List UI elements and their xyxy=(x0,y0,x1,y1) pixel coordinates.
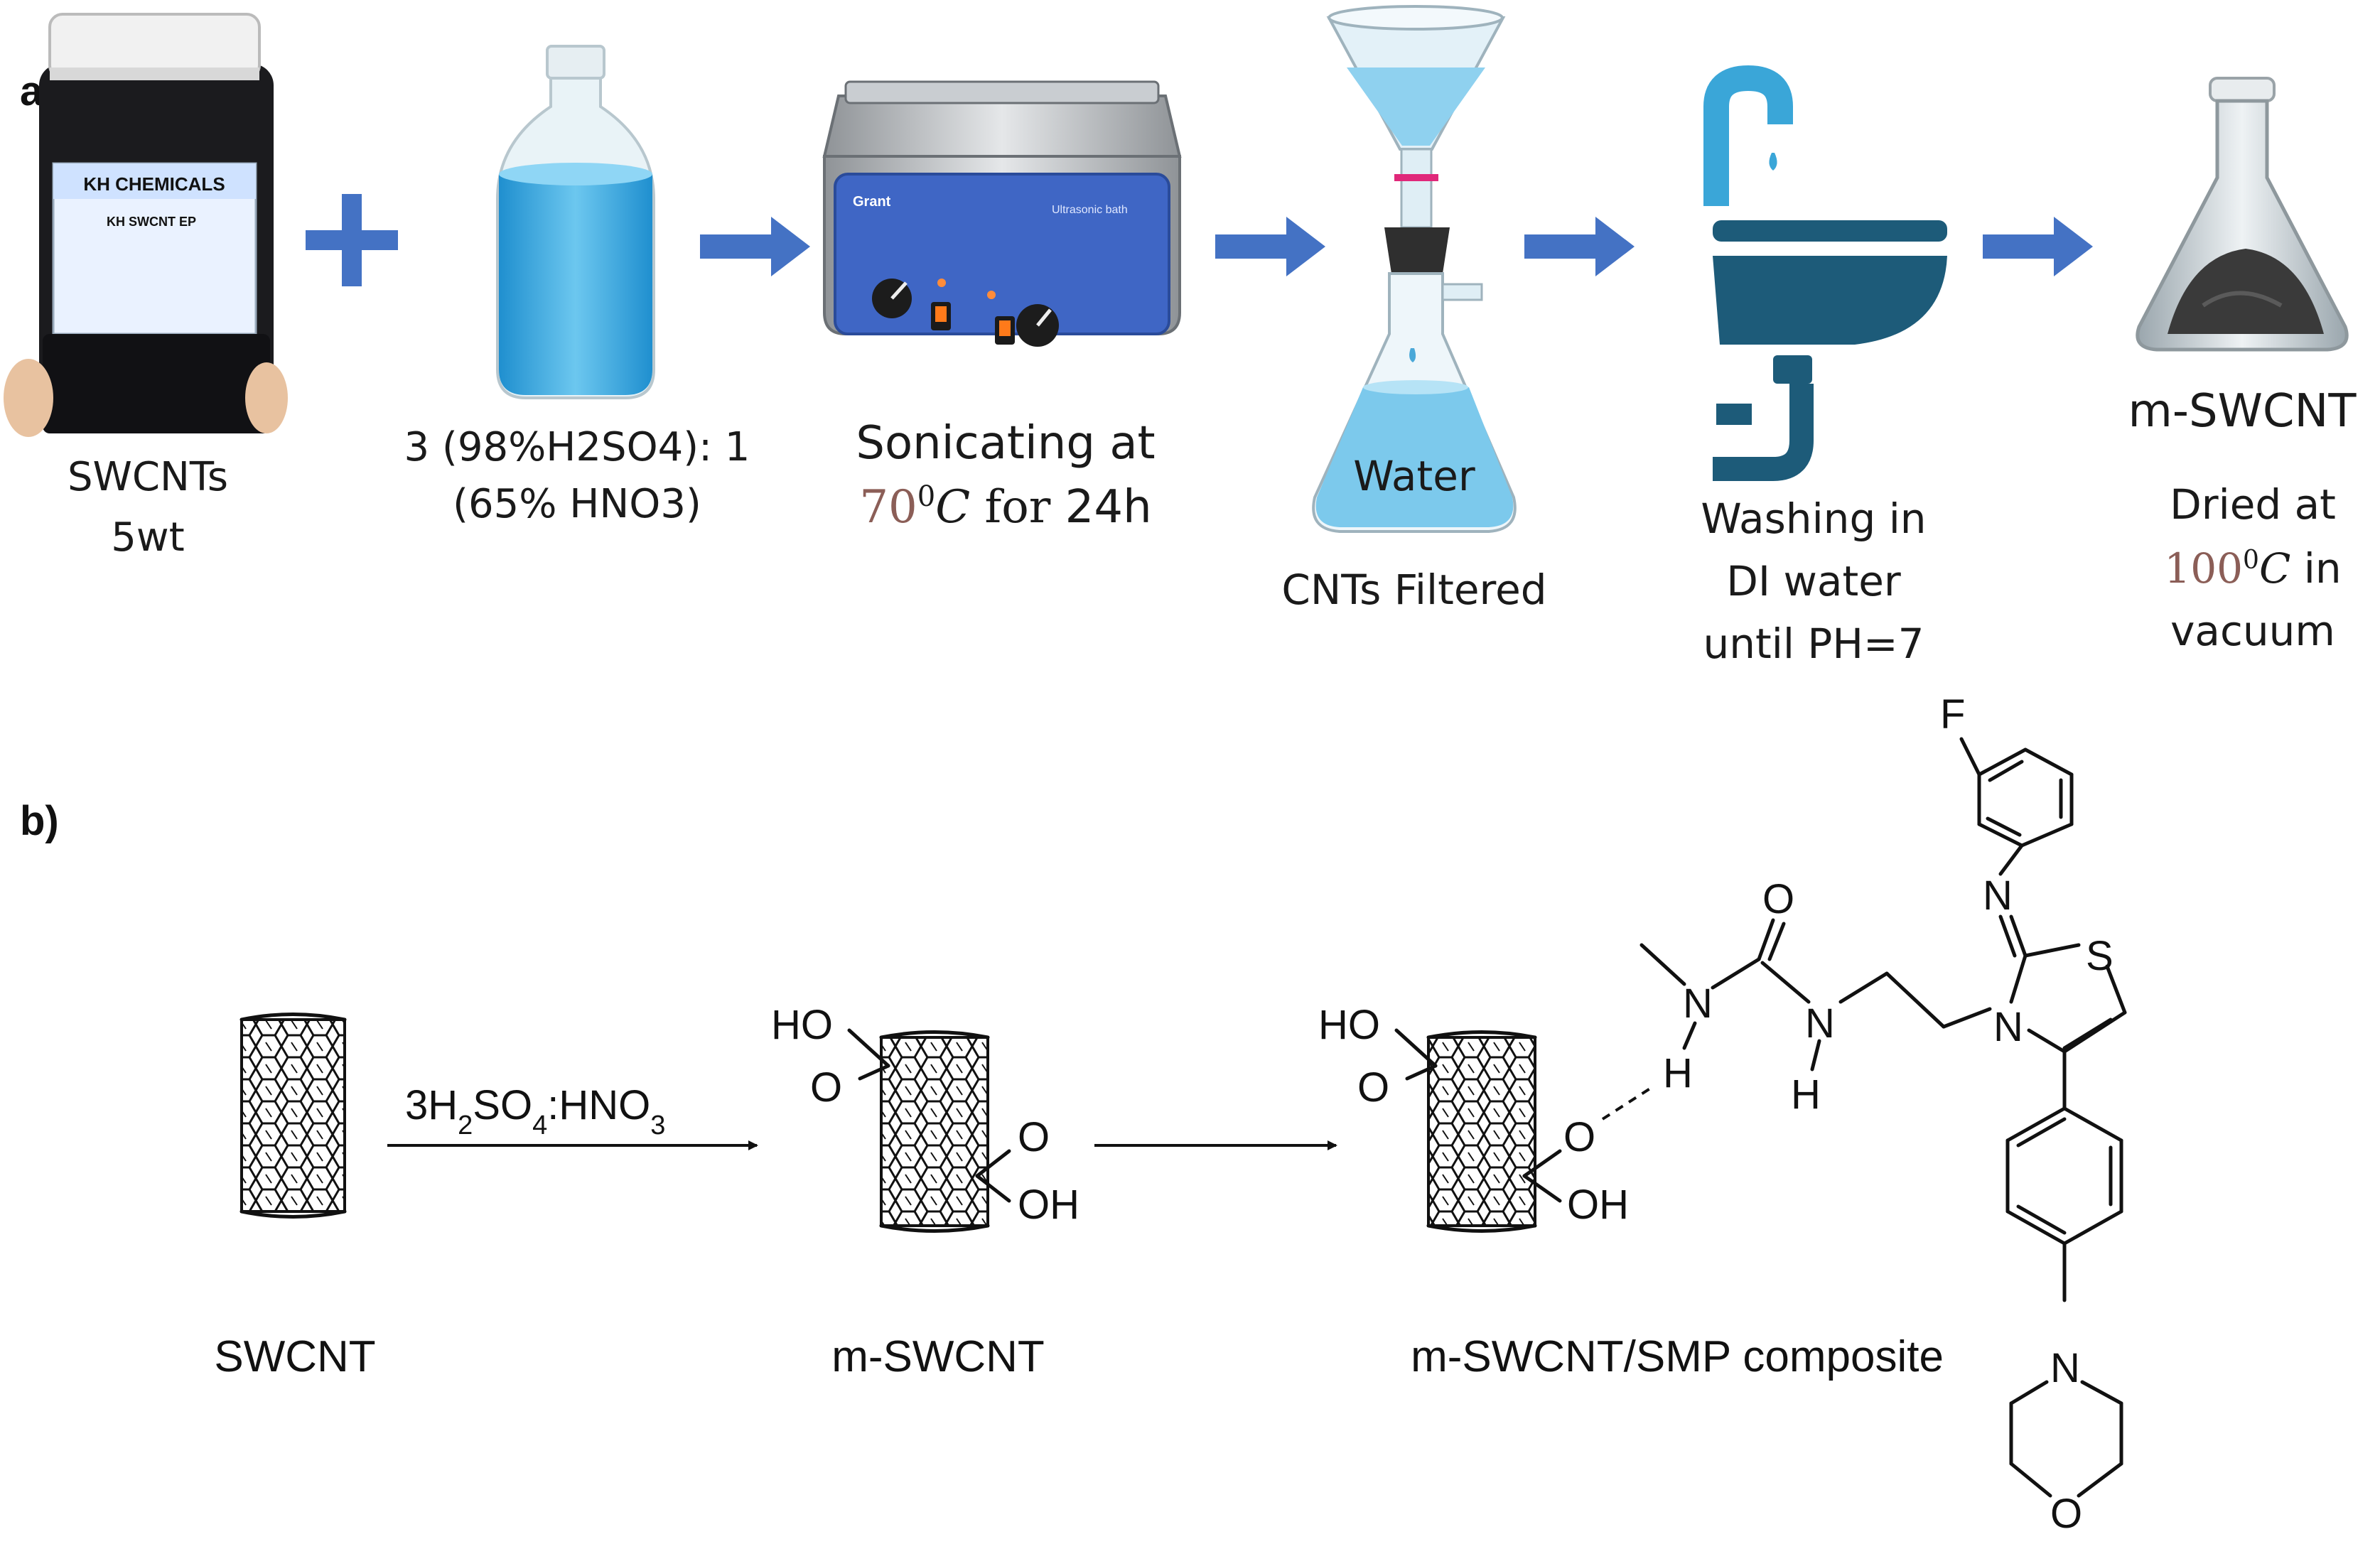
wash-caption-2: DI water xyxy=(1726,557,1901,605)
dry-temp-exp: 0 xyxy=(2243,546,2259,575)
composite-o-top: O xyxy=(1357,1064,1389,1111)
panel-b-label: b) xyxy=(20,798,59,844)
smp-atom-h2: H xyxy=(1791,1071,1821,1118)
sonicate-caption-2: 700C for 24h xyxy=(859,480,1151,534)
flow-arrow-4 xyxy=(1983,217,2093,276)
sonicate-temp: 70 xyxy=(859,481,917,534)
smp-atom-n2: N xyxy=(1805,1000,1835,1047)
flow-arrow-1 xyxy=(700,217,810,276)
mswcnt-label: m-SWCNT xyxy=(831,1332,1045,1381)
smp-atom-n-imine: N xyxy=(1983,873,2013,919)
composite-label: m-SWCNT/SMP composite xyxy=(1411,1332,1944,1381)
jar-product: KH SWCNT EP xyxy=(107,215,196,229)
mswcnt-oh-bottom: OH xyxy=(1018,1182,1079,1228)
acid-caption-2: (65% HNO3) xyxy=(453,481,701,527)
dry-in: in xyxy=(2290,544,2341,593)
composite-ho-top: HO xyxy=(1318,1002,1380,1048)
bath-brand: Grant xyxy=(853,194,891,210)
smp-atom-n1: N xyxy=(1683,981,1713,1027)
mswcnt-o-top: O xyxy=(810,1064,842,1111)
plus-icon xyxy=(306,194,398,286)
ultrasonic-bath-icon: Grant Ultrasonic bath xyxy=(822,80,1182,347)
composite-oh-bottom: OH xyxy=(1567,1182,1629,1228)
dry-temp-unit: C xyxy=(2259,544,2290,593)
dry-caption-3: vacuum xyxy=(2170,607,2335,655)
dry-caption-1: Dried at xyxy=(2170,480,2336,529)
smp-atom-o-morph: O xyxy=(2050,1491,2082,1537)
sink-icon xyxy=(1703,65,1947,481)
sonicate-caption-1: Sonicating at xyxy=(856,417,1155,470)
bath-badge: Ultrasonic bath xyxy=(1052,204,1128,216)
reagent-label: 3H2SO4:HNO3 xyxy=(405,1082,665,1140)
mswcnt-o-bottom: O xyxy=(1018,1114,1050,1160)
smp-atom-s: S xyxy=(2086,933,2114,979)
dry-title: m-SWCNT xyxy=(2128,385,2357,438)
smp-atom-o-carbonyl: O xyxy=(1762,876,1794,922)
swcnt-label: SWCNT xyxy=(214,1332,375,1381)
acid-caption-1: 3 (98%H2SO4): 1 xyxy=(404,424,750,470)
composite-tube-icon xyxy=(1394,1028,1562,1233)
smp-atom-n-morph: N xyxy=(2050,1345,2080,1391)
drying-flask-icon xyxy=(2136,77,2349,352)
hydrogen-bond xyxy=(1601,1086,1654,1121)
acid-bottle-icon xyxy=(496,45,655,399)
filter-inner-label: Water xyxy=(1353,452,1475,500)
mswcnt-tube-icon xyxy=(847,1028,1011,1233)
sonicate-temp-exp: 0 xyxy=(917,480,935,513)
dry-caption-2: 1000C in xyxy=(2164,544,2341,593)
smp-molecule-bonds xyxy=(1639,737,2127,1498)
sonicate-temp-unit: C xyxy=(935,481,970,534)
jar-caption-2: 5wt xyxy=(111,514,184,561)
flow-arrow-3 xyxy=(1524,217,1635,276)
filtration-flask-icon xyxy=(1312,5,1517,533)
mswcnt-ho-top: HO xyxy=(771,1002,833,1048)
swcnt-jar-icon: KH CHEMICALS KH SWCNT EP xyxy=(4,13,288,437)
sonicate-time: 24h xyxy=(1065,481,1152,534)
smp-atom-h1: H xyxy=(1663,1050,1693,1096)
flow-arrow-2 xyxy=(1215,217,1325,276)
dry-temp: 100 xyxy=(2164,544,2243,593)
jar-brand: KH CHEMICALS xyxy=(83,173,225,195)
swcnt-tube-icon xyxy=(239,1013,347,1219)
sonicate-for: for xyxy=(970,481,1065,534)
composite-o-bond: O xyxy=(1563,1114,1595,1160)
wash-caption-1: Washing in xyxy=(1701,495,1926,543)
jar-caption-1: SWCNTs xyxy=(68,454,228,500)
smp-atom-f: F xyxy=(1940,691,1965,738)
smp-atom-n3: N xyxy=(1993,1004,2023,1050)
filter-caption: CNTs Filtered xyxy=(1281,566,1546,614)
wash-caption-3: until PH=7 xyxy=(1703,620,1924,668)
